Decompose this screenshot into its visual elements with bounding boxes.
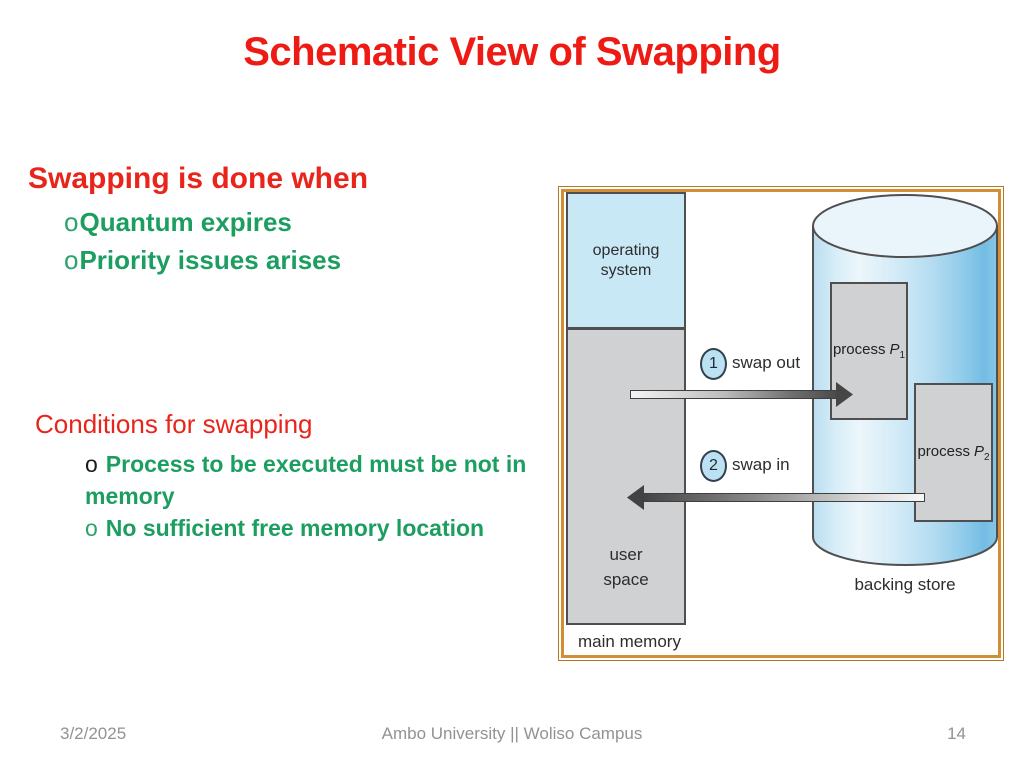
main-memory-column: operating system user space [566,192,686,625]
bullet-quantum-expires: oQuantum expires [64,203,341,241]
slide-title: Schematic View of Swapping [243,30,781,74]
bullet-list-when: oQuantum expires oPriority issues arises [64,203,341,279]
process-p2-subscript: 2 [983,451,990,463]
bullet-text: No sufficient free memory location [105,515,485,541]
bullet-text: Process to be executed must be not in me… [85,451,527,509]
swapping-diagram-frame: operating system user space main memory … [558,186,1004,661]
process-p1-subscript: 1 [899,350,906,361]
bullet-marker: o [85,515,98,541]
swap-in-label: swap in [732,455,790,474]
bullet-marker: o [64,207,79,237]
process-p2-var: P [973,442,984,460]
swapping-diagram: operating system user space main memory … [561,189,1001,658]
footer-page-number: 14 [947,724,966,743]
bullet-text: Priority issues arises [79,245,342,275]
bullet-text: Quantum expires [79,207,292,237]
swap-out-label: swap out [732,353,801,372]
user-space-label: user space [568,542,684,592]
footer-date: 3/2/2025 [60,724,127,743]
bullet-marker: o [85,451,98,477]
user-space-line1: user [609,545,643,564]
os-label-line2: system [600,261,652,279]
bullet-marker: o [64,245,79,275]
operating-system-box: operating system [568,194,684,330]
process-p1-var: P [889,341,900,358]
os-label-line1: operating [592,241,660,259]
step-2-circle: 2 [700,450,727,482]
user-space-line2: space [603,570,649,589]
backing-store-caption: backing store [854,575,956,594]
footer-institution: Ambo University || Woliso Campus [381,724,643,743]
bullet-no-free-memory: o No sufficient free memory location [85,512,605,544]
bullet-priority-issues: oPriority issues arises [64,241,341,279]
heading-conditions: Conditions for swapping [35,409,313,439]
swap-out-arrow-shaft [630,390,838,399]
heading-swapping-when: Swapping is done when [28,162,369,195]
step-1-circle: 1 [700,348,727,380]
swap-in-arrow-shaft [642,493,925,502]
main-memory-caption: main memory [578,632,681,651]
cylinder-top [812,194,998,258]
